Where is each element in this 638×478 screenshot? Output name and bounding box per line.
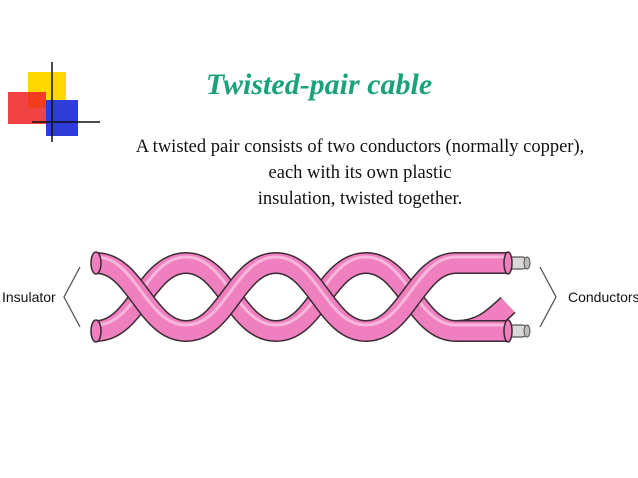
wire-b: [94, 251, 516, 343]
slide-description: A twisted pair consists of two conductor…: [100, 134, 620, 212]
wire-a: [94, 251, 508, 343]
wire-b-end: [456, 320, 508, 342]
decorative-squares-icon: [8, 62, 100, 142]
blue-square: [46, 100, 78, 136]
wire-b-left-end: [90, 319, 102, 343]
conductors-label: Conductors: [568, 289, 638, 305]
description-line-2: each with its own plastic: [268, 163, 452, 183]
description-line-1: A twisted pair consists of two conductor…: [135, 137, 585, 157]
slide-title: Twisted-pair cable: [205, 68, 433, 101]
insulator-bracket: [63, 266, 81, 328]
twisted-pair-diagram: [63, 251, 557, 343]
wire-a-left-end: [90, 251, 102, 275]
red-square: [8, 92, 46, 124]
wire-b-right-end: [503, 319, 513, 343]
conductors-bracket: [539, 266, 557, 328]
insulator-label: Insulator: [2, 289, 56, 305]
description-line-3: insulation, twisted together.: [257, 189, 463, 209]
wire-a-right-end: [503, 251, 513, 275]
